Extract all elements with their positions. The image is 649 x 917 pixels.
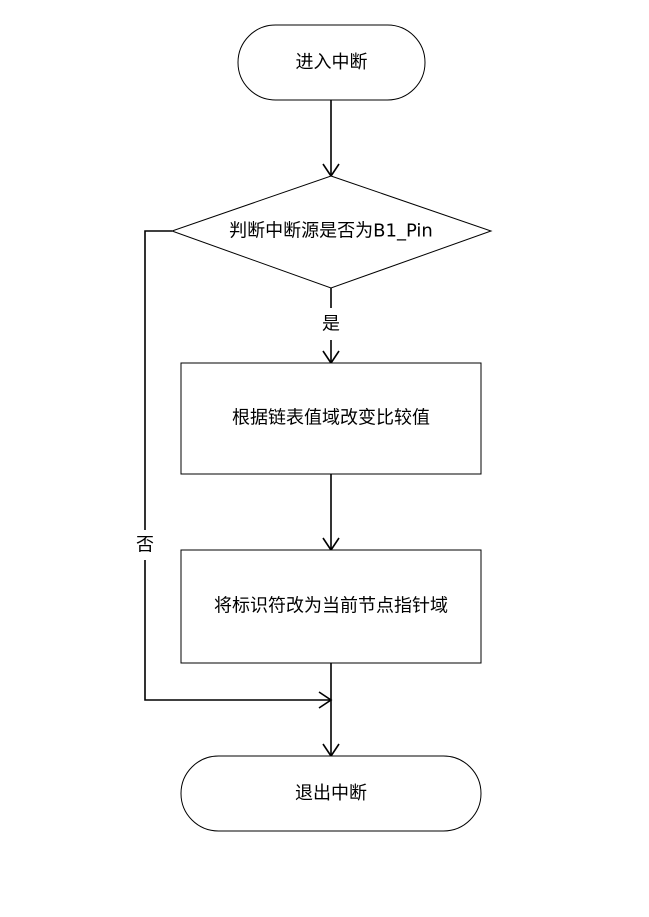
start-node: 进入中断 <box>237 24 426 101</box>
edge-no: 否 <box>136 230 333 709</box>
yes-label: 是 <box>322 314 340 335</box>
decision-label: 判断中断源是否为B1_Pin <box>229 221 433 242</box>
process-2-label: 将标识符改为当前节点指针域 <box>214 596 448 617</box>
process-1-label: 根据链表值域改变比较值 <box>232 408 430 429</box>
edge-yes: 是 <box>322 288 340 365</box>
edge-process1-to-process2 <box>322 474 340 552</box>
no-label: 否 <box>136 535 154 556</box>
process-node-1: 根据链表值域改变比较值 <box>180 362 482 475</box>
process-node-2: 将标识符改为当前节点指针域 <box>180 549 482 664</box>
edge-start-to-decision <box>322 100 340 178</box>
edge-process2-to-end <box>322 663 340 758</box>
end-label: 退出中断 <box>295 783 367 804</box>
end-node: 退出中断 <box>180 755 482 832</box>
decision-node: 判断中断源是否为B1_Pin <box>170 175 493 289</box>
start-label: 进入中断 <box>296 52 368 73</box>
